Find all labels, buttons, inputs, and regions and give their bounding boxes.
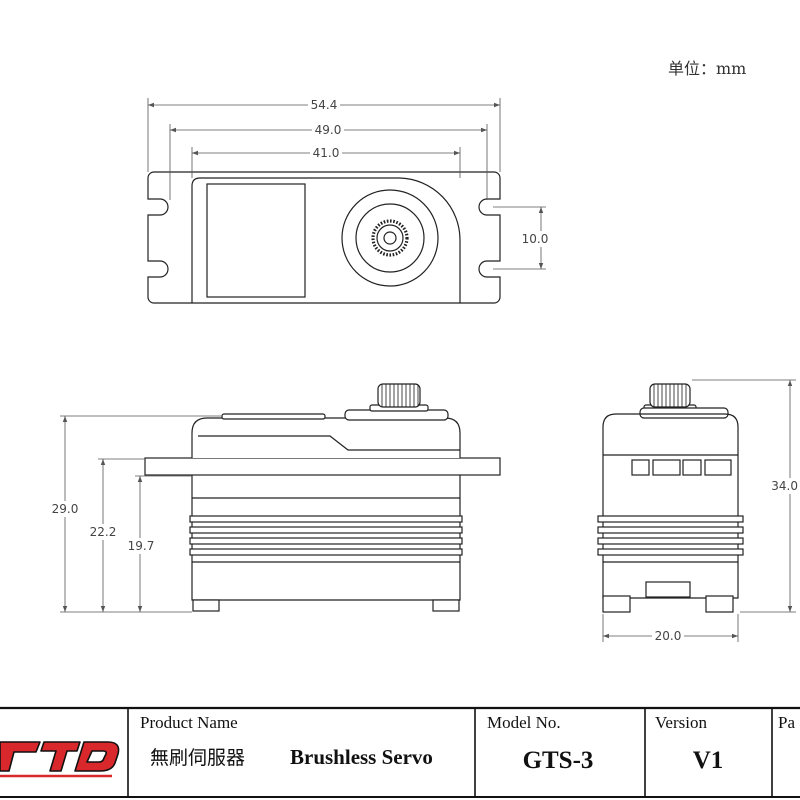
title-block: Product Name 無刷伺服器 Brushless Servo Model…	[0, 706, 800, 798]
top-cap-bevel	[198, 435, 460, 451]
cooling-fin	[189, 526, 463, 534]
output-housing-circle	[341, 189, 439, 287]
top-cap-outline	[191, 417, 461, 458]
top-view-dimensions: 54.4 49.0 41.0 10.0	[147, 97, 551, 270]
dim-label-body-width: 41.0	[313, 146, 340, 160]
dim-label-flange-height: 22.2	[90, 525, 117, 539]
mounting-flange-outline	[147, 171, 501, 304]
side-view-dimensions: 29.0 22.2 19.7	[49, 415, 222, 613]
front-case-outline	[602, 413, 739, 599]
front-output-boss	[639, 407, 729, 419]
model-number-label: Model No.	[487, 713, 561, 732]
front-cooling-fin	[597, 537, 744, 545]
brand-logo	[0, 741, 120, 778]
product-name-chinese: 無刷伺服器	[150, 747, 245, 769]
product-name-label: Product Name	[140, 713, 238, 732]
output-spline-gear	[377, 383, 421, 408]
front-foot-left	[602, 595, 631, 613]
output-spline-teeth	[371, 219, 409, 257]
servo-top-view	[147, 171, 501, 304]
flange-section	[704, 459, 732, 476]
front-foot-right	[705, 595, 734, 613]
servo-case-outline	[191, 177, 461, 303]
flange-section	[631, 459, 650, 476]
dim-label-mount-spacing: 49.0	[315, 123, 342, 137]
output-screw-hole	[383, 231, 397, 245]
dim-label-body-height: 19.7	[128, 539, 155, 553]
dim-label-slot-spacing: 10.0	[522, 232, 549, 246]
front-connector	[645, 581, 691, 598]
output-spline-core	[376, 224, 404, 252]
front-cooling-fin	[597, 548, 744, 556]
model-number-value: GTS-3	[523, 747, 594, 774]
dim-label-front-width: 20.0	[655, 629, 682, 643]
flange-section	[682, 459, 702, 476]
flange-section	[652, 459, 681, 476]
bottom-foot-right	[432, 599, 460, 612]
cooling-fin	[189, 537, 463, 545]
dim-label-total-height: 29.0	[52, 502, 79, 516]
top-label-ridge	[221, 413, 326, 420]
servo-side-view	[144, 383, 501, 612]
front-output-spline-gear	[649, 383, 691, 408]
dim-label-front-height: 34.0	[771, 479, 798, 493]
unit-label: 单位：mm	[668, 59, 746, 78]
output-bearing-circle	[355, 203, 425, 273]
cooling-fin	[189, 515, 463, 523]
version-value: V1	[693, 747, 724, 774]
bottom-foot-left	[192, 599, 220, 612]
servo-front-view	[597, 383, 744, 613]
front-cooling-fin	[597, 515, 744, 523]
product-name-english: Brushless Servo	[290, 745, 433, 769]
version-label: Version	[655, 713, 707, 732]
front-view-dimensions: 34.0 20.0	[602, 379, 800, 644]
case-label-panel	[206, 183, 306, 298]
front-cooling-fin	[597, 526, 744, 534]
next-column-label: Pa	[778, 713, 795, 732]
dim-label-overall-width: 54.4	[311, 98, 338, 112]
mounting-flange-plate	[144, 457, 501, 476]
cooling-fin	[189, 548, 463, 556]
